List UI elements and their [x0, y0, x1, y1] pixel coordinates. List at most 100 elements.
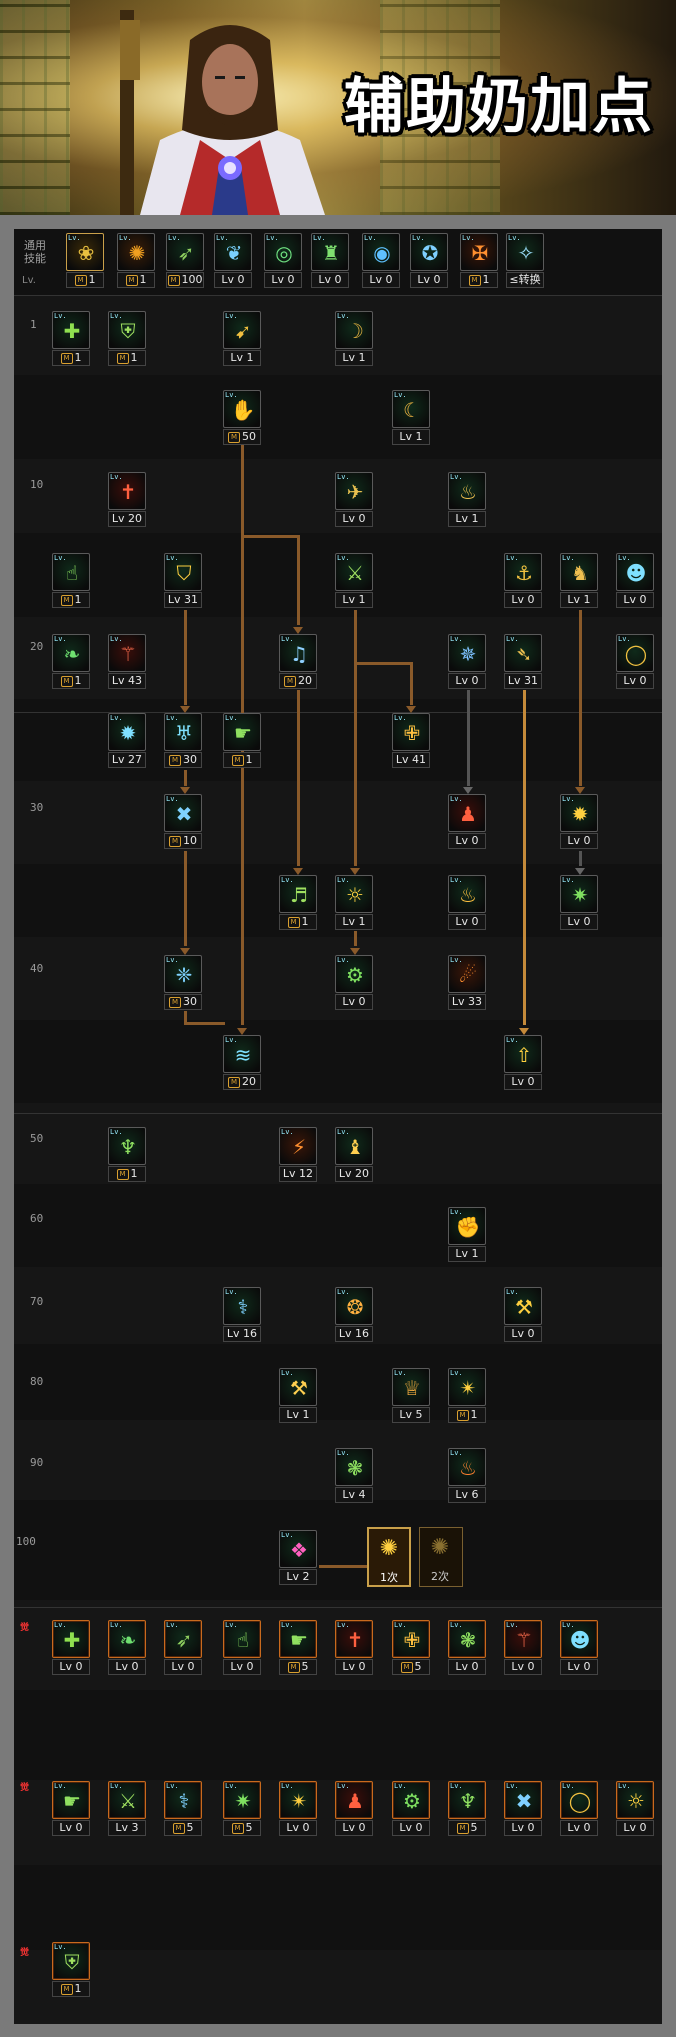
- skill-crescent[interactable]: ☾Lv.Lv 1: [392, 390, 430, 446]
- skill-sparkle-blue[interactable]: ✵Lv.Lv 0: [448, 634, 486, 690]
- awakening-skill[interactable]: ✖Lv.Lv 0: [504, 1781, 542, 1837]
- second-awakening-toggle[interactable]: ✺2次: [419, 1527, 463, 1587]
- awakening-skill[interactable]: ✚Lv.Lv 0: [52, 1620, 90, 1676]
- skill-fire-dragon[interactable]: ☄Lv.Lv 33: [448, 955, 486, 1011]
- awakening-skill[interactable]: ❧Lv.Lv 0: [108, 1620, 146, 1676]
- skill-red-figure[interactable]: ♟Lv.Lv 0: [448, 794, 486, 850]
- awakening-skill[interactable]: ☝Lv.Lv 0: [223, 1620, 261, 1676]
- skill-fire-pillar[interactable]: ♨Lv.Lv 6: [448, 1448, 486, 1504]
- awakening-skill[interactable]: ◯Lv.Lv 0: [560, 1781, 598, 1837]
- skill-green-spark[interactable]: ✷Lv.Lv 0: [560, 875, 598, 931]
- awakening-skill[interactable]: ⚙Lv.Lv 0: [392, 1781, 430, 1837]
- awakening-skill[interactable]: ☼Lv.Lv 0: [616, 1781, 654, 1837]
- general-skill-target[interactable]: ◎Lv.Lv 0: [264, 233, 302, 289]
- awakening-skill[interactable]: ⚚Lv.Lv 0: [504, 1620, 542, 1676]
- skill-red-strike[interactable]: ⚡Lv.Lv 12: [279, 1127, 317, 1183]
- skill-running-light[interactable]: ♞Lv.Lv 1: [560, 553, 598, 609]
- level-row-band: [14, 1020, 662, 1103]
- skill-rune-wheel[interactable]: ❂Lv.Lv 16: [335, 1287, 373, 1343]
- flame-cross-icon: ✠Lv.: [460, 233, 498, 271]
- skill-sunburst[interactable]: ☼Lv.Lv 1: [335, 875, 373, 931]
- skill-mask[interactable]: ☻Lv.Lv 0: [616, 553, 654, 609]
- awakening-skill[interactable]: ♟Lv.Lv 0: [335, 1781, 373, 1837]
- awakening-skill[interactable]: ✝Lv.Lv 0: [335, 1620, 373, 1676]
- awakening-skill[interactable]: ⚔Lv.Lv 3: [108, 1781, 146, 1837]
- awakening-skill[interactable]: ❃Lv.Lv 0: [448, 1620, 486, 1676]
- skill-blade-rain[interactable]: ⚕Lv.Lv 16: [223, 1287, 261, 1343]
- awakening-skill[interactable]: ✴Lv.Lv 0: [279, 1781, 317, 1837]
- awakening-skill[interactable]: ☻Lv.Lv 0: [560, 1620, 598, 1676]
- general-skill-eye-orb[interactable]: ◉Lv.Lv 0: [362, 233, 400, 289]
- awakening-skill[interactable]: ➶Lv.Lv 0: [164, 1620, 202, 1676]
- skill-gold-flame[interactable]: ♨Lv.Lv 0: [448, 875, 486, 931]
- skill-sword-down[interactable]: ⚚Lv.Lv 43: [108, 634, 146, 690]
- skill-hammer[interactable]: ⚒Lv.Lv 1: [279, 1368, 317, 1424]
- skill-crossed-blades[interactable]: ⚔Lv.Lv 1: [335, 553, 373, 609]
- skill-spear[interactable]: ➴Lv.Lv 31: [504, 634, 542, 690]
- skill-shield-emblem[interactable]: ⛉Lv.Lv 31: [164, 553, 202, 609]
- skill-on-gear[interactable]: ⚙Lv.Lv 0: [335, 955, 373, 1011]
- skill-claw[interactable]: ☽Lv.Lv 1: [335, 311, 373, 367]
- skill-holy-bolt[interactable]: ➹Lv.Lv 1: [223, 311, 261, 367]
- skill-pillar-light[interactable]: ⇧Lv.Lv 0: [504, 1035, 542, 1091]
- skill-halo-ring[interactable]: ◯Lv.Lv 0: [616, 634, 654, 690]
- skill-anchor[interactable]: ⚓Lv.Lv 0: [504, 553, 542, 609]
- skill-bell-ring[interactable]: ♨Lv.Lv 1: [448, 472, 486, 528]
- skill-level-label: Lv 0: [504, 1820, 542, 1836]
- level-marker-60: 60: [30, 1212, 44, 1225]
- general-skill-magic-swap[interactable]: ✧Lv.≤转换: [506, 233, 544, 289]
- alt-wave-icon: ≋Lv.: [223, 1035, 261, 1073]
- skill-grand-cross[interactable]: ✙Lv.Lv 41: [392, 713, 430, 769]
- sparkle-blue-icon: ✵Lv.: [448, 634, 486, 672]
- skill-cross-shield[interactable]: ✝Lv.Lv 20: [108, 472, 146, 528]
- skill-bell-crown[interactable]: ♕Lv.Lv 5: [392, 1368, 430, 1424]
- skill-level-label: Lv 0: [448, 914, 486, 930]
- sword-down-icon: ⚚Lv.: [504, 1620, 542, 1658]
- general-skill-wings[interactable]: ❦Lv.Lv 0: [214, 233, 252, 289]
- first-awakening-toggle[interactable]: ✺1次: [367, 1527, 411, 1587]
- skill-thunder-fist[interactable]: ✊Lv.Lv 1: [448, 1207, 486, 1263]
- skill-green-orb[interactable]: ❃Lv.Lv 4: [335, 1448, 373, 1504]
- connector-arrow: [180, 948, 190, 955]
- skill-divine-burst[interactable]: ❖Lv.Lv 2: [279, 1530, 317, 1586]
- general-skill-figure[interactable]: ♜Lv.Lv 0: [311, 233, 349, 289]
- general-skill-muscle[interactable]: ✪Lv.Lv 0: [410, 233, 448, 289]
- awakening-skill[interactable]: ☛Lv.Lv 0: [52, 1781, 90, 1837]
- wing-strike-icon: ➶Lv.: [166, 233, 204, 271]
- skill-wing-gold[interactable]: ✈Lv.Lv 0: [335, 472, 373, 528]
- skill-gold-slash[interactable]: ⚒Lv.Lv 0: [504, 1287, 542, 1343]
- skill-vortex[interactable]: ✹Lv.Lv 27: [108, 713, 146, 769]
- skill-level-label: Lv 31: [164, 592, 202, 608]
- skill-red-jump[interactable]: ♝Lv.Lv 20: [335, 1127, 373, 1183]
- blade-rain-icon: ⚕Lv.: [164, 1781, 202, 1819]
- skill-level-label: Lv 31: [504, 673, 542, 689]
- skill-sun-flower[interactable]: ✹Lv.Lv 0: [560, 794, 598, 850]
- level-row-band: [14, 1950, 662, 2024]
